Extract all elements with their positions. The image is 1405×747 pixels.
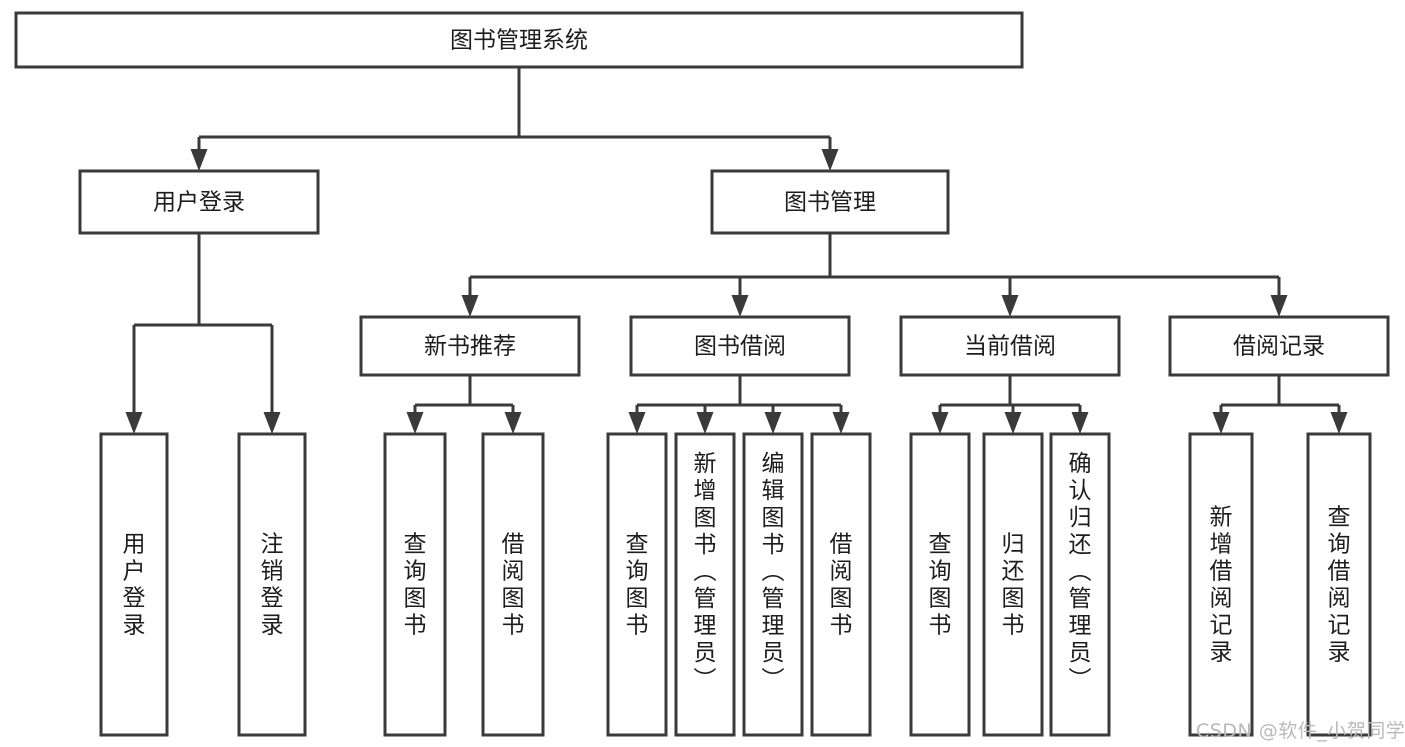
node-box[interactable]: [629, 315, 851, 377]
arrow-head-icon: [461, 295, 479, 317]
arrow-head-icon: [190, 149, 208, 171]
node-label: 编辑图书︵管理员︶: [762, 451, 785, 693]
connector-layer: [125, 67, 1348, 434]
node-leaf-query-book-1[interactable]: 查询图书: [383, 432, 447, 737]
arrow-head-icon: [1004, 412, 1022, 434]
node-box[interactable]: [606, 432, 668, 737]
arrow-head-icon: [731, 295, 749, 317]
arrow-head-icon: [1270, 295, 1288, 317]
node-label: 图书管理: [784, 190, 876, 216]
connector-bookborrow-to-leaves: [628, 375, 850, 434]
arrow-head-icon: [1001, 295, 1019, 317]
arrow-head-icon: [406, 412, 424, 434]
node-leaf-edit-book[interactable]: 编辑图书︵管理员︶: [742, 432, 804, 737]
node-leaf-query-record[interactable]: 查询借阅记录: [1306, 432, 1372, 737]
node-label: 归还图书: [1002, 532, 1025, 639]
arrow-head-icon: [821, 149, 839, 171]
connector-currentborrow-to-leaves: [931, 375, 1089, 434]
node-label: 新书推荐: [424, 334, 516, 360]
node-leaf-confirm-return[interactable]: 确认归还︵管理员︶: [1049, 432, 1111, 737]
node-leaf-query-book-2[interactable]: 查询图书: [606, 432, 668, 737]
node-box[interactable]: [899, 315, 1121, 377]
node-box[interactable]: [481, 432, 545, 737]
arrow-head-icon: [504, 412, 522, 434]
arrow-head-icon: [125, 412, 143, 434]
connector-bookmanage-to-level2: [461, 233, 1288, 317]
arrow-head-icon: [1212, 412, 1230, 434]
connector-userlogin-to-leaves: [125, 233, 281, 434]
node-user-login[interactable]: 用户登录: [78, 169, 320, 235]
arrow-head-icon: [832, 412, 850, 434]
arrow-head-icon: [263, 412, 281, 434]
node-label: 借阅记录: [1233, 334, 1325, 360]
node-label: 查询图书: [626, 532, 649, 639]
node-leaf-borrow-book-1[interactable]: 借阅图书: [481, 432, 545, 737]
node-new-book-rec[interactable]: 新书推荐: [359, 315, 581, 377]
node-book-borrow[interactable]: 图书借阅: [629, 315, 851, 377]
node-leaf-return-book[interactable]: 归还图书: [982, 432, 1044, 737]
node-label: 借阅图书: [830, 532, 853, 639]
node-label: 当前借阅: [964, 334, 1056, 360]
node-label: 用户登录: [153, 190, 245, 216]
node-box[interactable]: [742, 432, 804, 737]
node-label: 借阅图书: [502, 532, 525, 639]
node-box[interactable]: [1168, 315, 1390, 377]
arrow-head-icon: [628, 412, 646, 434]
arrow-head-icon: [764, 412, 782, 434]
node-label: 查询图书: [929, 532, 952, 639]
node-box[interactable]: [710, 169, 950, 235]
node-label: 新增图书︵管理员︶: [694, 451, 717, 693]
node-leaf-add-record[interactable]: 新增借阅记录: [1188, 432, 1254, 737]
arrow-head-icon: [931, 412, 949, 434]
node-leaf-user-login[interactable]: 用户登录: [99, 432, 169, 737]
node-leaf-borrow-book-2[interactable]: 借阅图书: [810, 432, 872, 737]
node-leaf-logout[interactable]: 注销登录: [237, 432, 307, 737]
csdn-watermark: CSDN @软件_小贺同学: [1196, 720, 1405, 742]
node-borrow-record[interactable]: 借阅记录: [1168, 315, 1390, 377]
node-box[interactable]: [674, 432, 736, 737]
node-box[interactable]: [982, 432, 1044, 737]
node-label: 新增借阅记录: [1210, 505, 1233, 666]
arrow-head-icon: [1330, 412, 1348, 434]
node-box[interactable]: [383, 432, 447, 737]
node-leaf-add-book[interactable]: 新增图书︵管理员︶: [674, 432, 736, 737]
node-box[interactable]: [810, 432, 872, 737]
arrow-head-icon: [696, 412, 714, 434]
node-label: 查询图书: [404, 532, 427, 639]
node-label: 图书管理系统: [450, 28, 588, 54]
node-box[interactable]: [1188, 432, 1254, 737]
node-box[interactable]: [99, 432, 169, 737]
node-box[interactable]: [78, 169, 320, 235]
node-box[interactable]: [1049, 432, 1111, 737]
node-current-borrow[interactable]: 当前借阅: [899, 315, 1121, 377]
node-book-manage[interactable]: 图书管理: [710, 169, 950, 235]
node-label: 注销登录: [261, 532, 284, 639]
node-box[interactable]: [14, 11, 1024, 69]
node-box[interactable]: [359, 315, 581, 377]
connector-root-to-level1: [190, 67, 839, 171]
node-label: 查询借阅记录: [1328, 505, 1351, 666]
node-box[interactable]: [1306, 432, 1372, 737]
node-root[interactable]: 图书管理系统: [14, 11, 1024, 69]
connector-newbookrec-to-leaves: [406, 375, 522, 434]
node-box[interactable]: [909, 432, 971, 737]
node-label: 图书借阅: [694, 334, 786, 360]
node-layer: 图书管理系统用户登录图书管理新书推荐图书借阅当前借阅借阅记录用户登录注销登录查询…: [14, 11, 1390, 737]
connector-borrowrecord-to-leaves: [1212, 375, 1348, 434]
node-box[interactable]: [237, 432, 307, 737]
node-label: 用户登录: [123, 532, 146, 639]
node-label: 确认归还︵管理员︶: [1069, 451, 1092, 693]
arrow-head-icon: [1071, 412, 1089, 434]
node-leaf-query-book-3[interactable]: 查询图书: [909, 432, 971, 737]
